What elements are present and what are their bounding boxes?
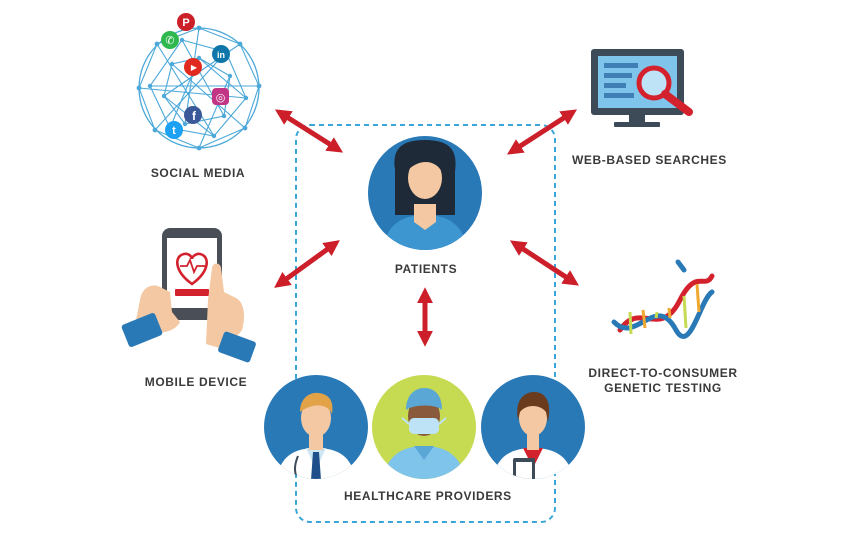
svg-text:◎: ◎ bbox=[216, 91, 226, 104]
dtc-testing-label: DIRECT-TO-CONSUMER GENETIC TESTING bbox=[588, 366, 738, 396]
dtc-testing-label-line1: DIRECT-TO-CONSUMER bbox=[588, 366, 738, 380]
monitor-magnifier-icon bbox=[591, 49, 693, 127]
whatsapp-icon: ✆ bbox=[161, 31, 179, 49]
doctor-avatar-icon bbox=[264, 375, 368, 479]
dtc-testing-label-line2: GENETIC TESTING bbox=[604, 381, 722, 395]
arrow-dna-patients bbox=[509, 240, 580, 286]
surgeon-avatar-icon bbox=[372, 375, 476, 479]
patient-avatar-icon bbox=[368, 136, 482, 250]
svg-text:in: in bbox=[217, 50, 225, 60]
svg-text:▶: ▶ bbox=[191, 63, 198, 72]
youtube-icon: ▶ bbox=[184, 58, 202, 76]
arrow-mobile-patients bbox=[274, 240, 340, 288]
svg-text:t: t bbox=[172, 125, 176, 137]
healthcare-providers-label: HEALTHCARE PROVIDERS bbox=[344, 489, 512, 503]
svg-text:P: P bbox=[182, 17, 189, 29]
linkedin-icon: in bbox=[212, 45, 230, 63]
connection-arrows bbox=[274, 109, 580, 347]
svg-text:✆: ✆ bbox=[165, 34, 174, 47]
social-media-label: SOCIAL MEDIA bbox=[150, 166, 246, 180]
arrow-social-patients bbox=[274, 109, 344, 153]
care-boundary-frame bbox=[295, 124, 556, 523]
instagram-icon: ◎ bbox=[212, 88, 229, 105]
social-network-globe-icon bbox=[136, 25, 262, 151]
nurse-avatar-icon bbox=[481, 375, 585, 479]
smartphone-heart-icon bbox=[121, 228, 256, 363]
pinterest-icon: P bbox=[177, 13, 195, 31]
mobile-device-label: MOBILE DEVICE bbox=[144, 375, 248, 389]
facebook-icon: f bbox=[184, 106, 202, 124]
web-searches-label: WEB-BASED SEARCHES bbox=[572, 153, 727, 167]
twitter-icon: t bbox=[165, 121, 183, 139]
patients-label: PATIENTS bbox=[394, 262, 458, 276]
svg-text:f: f bbox=[192, 109, 197, 123]
arrow-web-patients bbox=[506, 109, 578, 155]
dna-helix-icon bbox=[611, 259, 715, 339]
